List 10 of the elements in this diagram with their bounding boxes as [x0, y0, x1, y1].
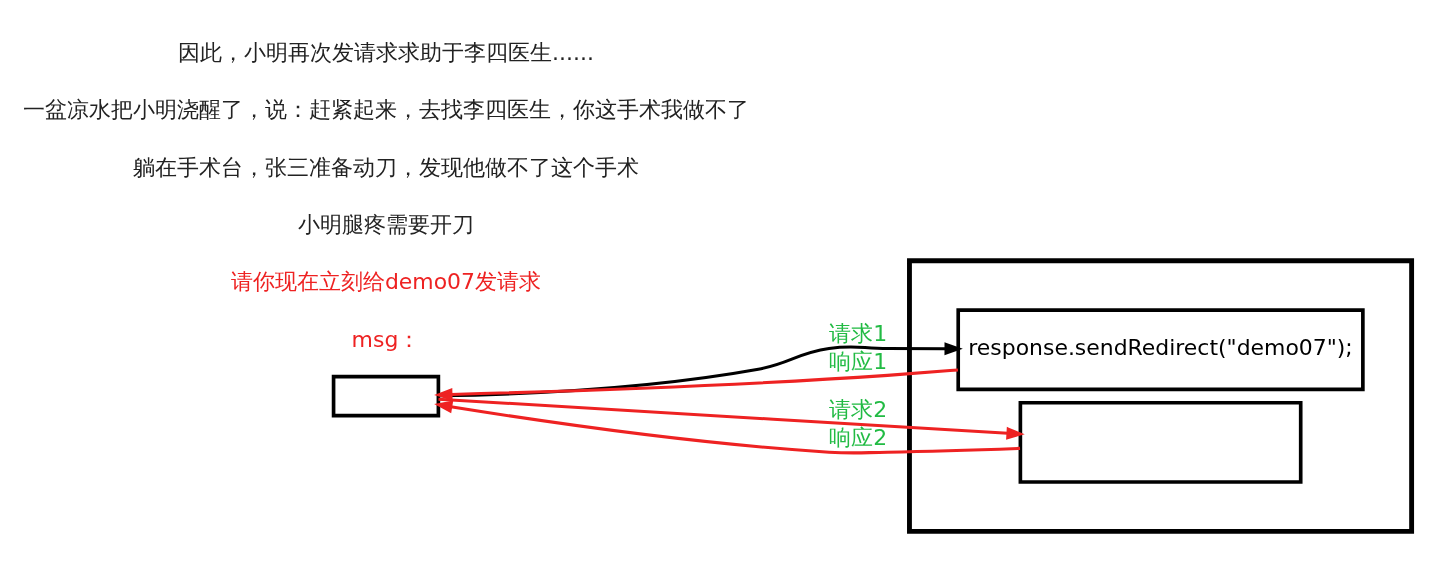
label: 请你现在立刻给demo07发请求: [230, 268, 542, 294]
label: 一盆凉水把小明浇醒了，说：赶紧起来，去找李四医生，你这手术我做不了: [22, 96, 749, 122]
label: 躺在手术台，张三准备动刀，发现他做不了这个手术: [132, 154, 639, 180]
edge-label: 响应2: [829, 424, 888, 450]
label: 因此，小明再次发请求求助于李四医生......: [178, 39, 594, 65]
edge-label: 请求2: [829, 396, 888, 422]
label: 小明腿疼需要开刀: [297, 211, 474, 237]
label: msg：: [351, 326, 421, 352]
edge-label: 响应1: [829, 348, 888, 374]
edge-label: 请求1: [829, 320, 888, 346]
